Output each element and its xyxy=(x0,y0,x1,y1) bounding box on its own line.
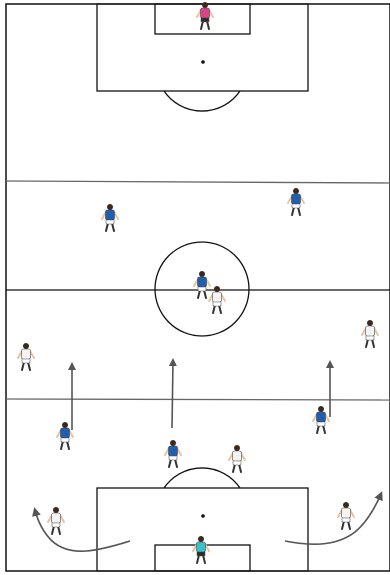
player-head xyxy=(198,536,204,542)
player-shirt xyxy=(61,428,70,438)
player-shirt xyxy=(197,542,206,552)
player-head xyxy=(23,343,29,349)
player-shirt xyxy=(22,349,31,359)
player-head xyxy=(234,445,240,451)
player-head xyxy=(202,2,208,8)
run-arrow-center xyxy=(172,360,173,428)
player-head xyxy=(107,204,113,210)
player-head xyxy=(170,440,176,446)
player-shirt xyxy=(233,451,242,461)
player-shirt xyxy=(52,513,61,523)
player-head xyxy=(62,422,68,428)
player-shirt xyxy=(292,194,301,204)
player-head xyxy=(293,188,299,194)
bottom-penalty-spot xyxy=(201,514,205,518)
player-shirt xyxy=(198,277,207,287)
player-shirt xyxy=(317,412,326,422)
player-head xyxy=(53,507,59,513)
player-shirt xyxy=(213,292,222,302)
player-head xyxy=(367,320,373,326)
player-shirt xyxy=(201,8,210,18)
player-head xyxy=(318,406,324,412)
player-shirt xyxy=(106,210,115,220)
player-head xyxy=(214,286,220,292)
player-shirt xyxy=(366,326,375,336)
player-shirt xyxy=(169,446,178,456)
player-shirt xyxy=(342,508,351,518)
player-head xyxy=(199,271,205,277)
top-penalty-spot xyxy=(201,60,205,64)
player-head xyxy=(343,502,349,508)
